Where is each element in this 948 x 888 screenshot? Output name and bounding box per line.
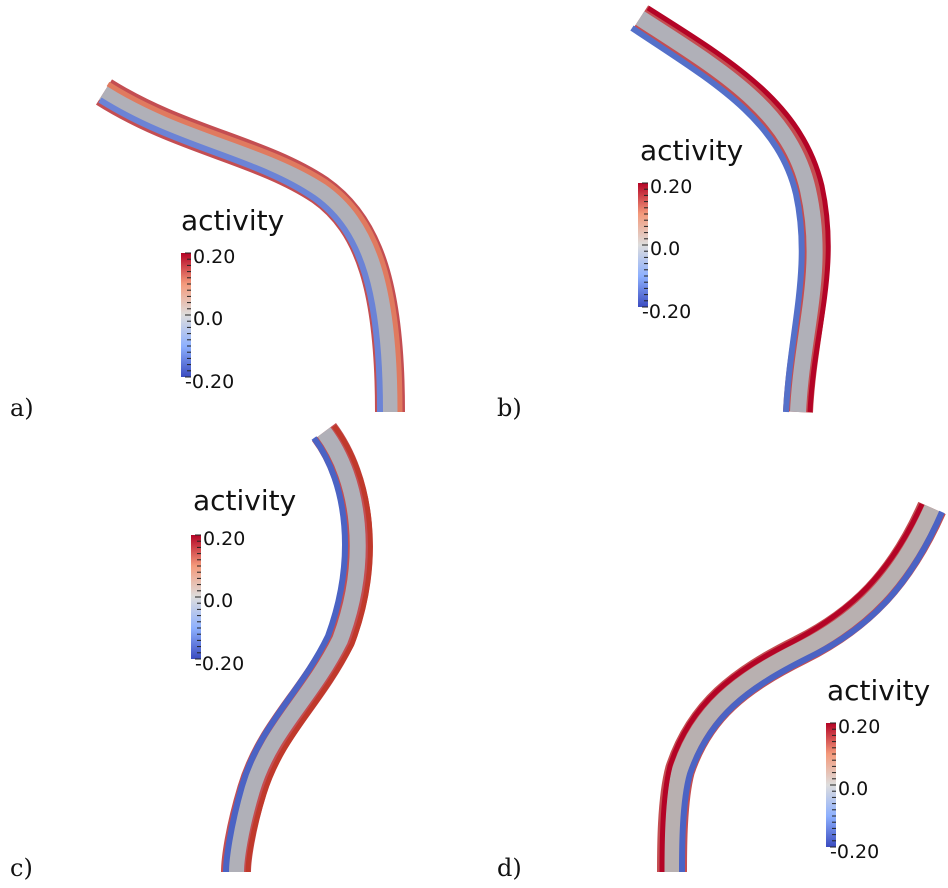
colorbar-min-label-a: -0.20 <box>185 371 234 393</box>
panel-b: activity 0.20 0.0 -0.20 b) <box>497 5 831 422</box>
panel-label-c: c) <box>10 854 33 882</box>
panel-label-b: b) <box>497 394 522 422</box>
colorbar-title-a: activity <box>181 204 284 237</box>
colorbar-max-label-a: 0.20 <box>193 246 235 268</box>
rod-c <box>221 423 373 873</box>
colorbar-ticks-c <box>195 534 201 660</box>
colorbar-min-label-d: -0.20 <box>830 841 879 863</box>
panel-label-a: a) <box>10 394 34 422</box>
colorbar-mid-label-d: 0.0 <box>838 778 868 800</box>
colorbar-mid-label-c: 0.0 <box>203 590 233 612</box>
colorbar-ticks-b <box>642 182 648 308</box>
panel-a: activity 0.20 0.0 -0.20 a) <box>10 79 405 422</box>
colorbar-min-label-c: -0.20 <box>195 653 244 675</box>
rod-b <box>630 5 831 413</box>
rod-d <box>657 501 946 873</box>
colorbar-max-label-d: 0.20 <box>838 716 880 738</box>
panel-label-d: d) <box>497 854 522 882</box>
colorbar-ticks-a <box>185 252 191 378</box>
rod-a <box>95 79 405 413</box>
colorbar-max-label-c: 0.20 <box>203 528 245 550</box>
panel-c: activity 0.20 0.0 -0.20 c) <box>10 423 373 882</box>
colorbar-mid-label-a: 0.0 <box>193 308 223 330</box>
colorbar-title-c: activity <box>193 484 296 517</box>
colorbar-ticks-d <box>830 722 836 848</box>
colorbar-title-d: activity <box>827 674 930 707</box>
colorbar-title-b: activity <box>640 134 743 167</box>
colorbar-mid-label-b: 0.0 <box>650 238 680 260</box>
panel-d: activity 0.20 0.0 -0.20 d) <box>497 501 946 882</box>
colorbar-max-label-b: 0.20 <box>650 176 692 198</box>
colorbar-min-label-b: -0.20 <box>642 301 691 323</box>
